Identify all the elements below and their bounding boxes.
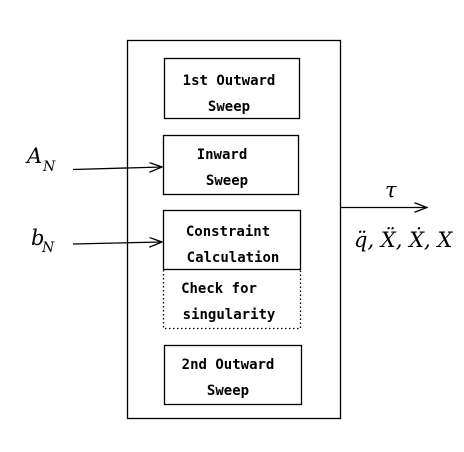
input-a-sub: N <box>42 159 56 175</box>
input-a-base: A <box>25 144 42 168</box>
constraint-calculation-block: Constraint Calculation <box>162 209 302 271</box>
singularity-line-1: Check for <box>181 281 257 297</box>
singularity-line-2: singularity <box>183 307 276 323</box>
input-b-arrow <box>72 242 162 244</box>
constraint-line-1: Constraint <box>186 224 270 240</box>
input-a-n: A N <box>25 144 162 175</box>
input-b-sub: N <box>41 240 55 256</box>
second-outward-line-1: 2nd Outward <box>182 357 275 373</box>
input-b-base: b <box>31 226 44 250</box>
second-outward-line-2: Sweep <box>207 383 249 399</box>
first-outward-line-2: Sweep <box>208 99 250 115</box>
first-outward-line-1: 1st Outward <box>183 73 276 89</box>
inward-line-2: Sweep <box>206 173 248 189</box>
input-a-arrow <box>72 167 162 170</box>
input-b-n: b N <box>31 226 162 256</box>
singularity-check-block: Check for singularity <box>162 270 302 330</box>
second-outward-sweep-block: 2nd Outward Sweep <box>163 344 303 406</box>
output-variables: q̈, Ẍ, Ẋ, X <box>354 228 453 252</box>
first-outward-sweep-block: 1st Outward Sweep <box>163 57 301 120</box>
output-tau: τ <box>385 178 397 202</box>
inward-sweep-block: Inward Sweep <box>162 134 300 196</box>
constraint-line-2: Calculation <box>187 250 280 266</box>
outer-container <box>126 39 342 420</box>
output: τ q̈, Ẍ, Ẋ, X <box>340 178 453 252</box>
inward-line-1: Inward <box>197 147 248 163</box>
